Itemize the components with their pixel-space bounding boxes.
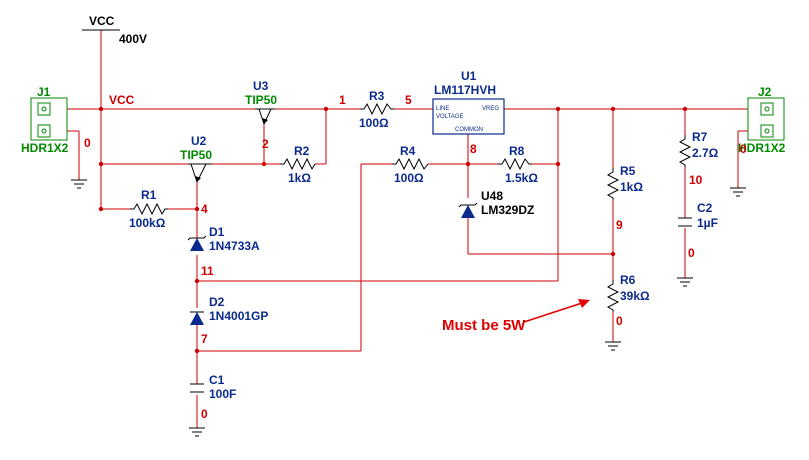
net-label-5: 5: [405, 93, 412, 107]
transistor-u3[interactable]: U3 TIP50: [245, 79, 277, 125]
d2-ref-label: D2: [209, 295, 225, 309]
vcc-voltage-label: 400V: [119, 32, 147, 46]
net-label-0-c2: 0: [688, 246, 695, 260]
annotation-must-be-5w: Must be 5W: [442, 299, 590, 334]
r1-ref-label: R1: [141, 188, 157, 202]
net-label-vcc: VCC: [109, 93, 135, 107]
r7-value-label: 2.7Ω: [692, 146, 719, 160]
c2-value-label: 1µF: [697, 216, 718, 230]
transistor-u2[interactable]: U2 TIP50: [180, 134, 212, 183]
u1-pin-common-label: COMMON: [455, 127, 483, 133]
vcc-symbol-label: VCC: [89, 14, 115, 28]
c1-ref-label: C1: [209, 373, 225, 387]
u3-value-label: TIP50: [245, 93, 277, 107]
r6-value-label: 39kΩ: [620, 289, 650, 303]
resistor-r3[interactable]: R3 100Ω: [359, 89, 394, 130]
resistor-r4[interactable]: R4 100Ω: [392, 144, 429, 185]
net-label-0-c1: 0: [201, 407, 208, 421]
zener-u48[interactable]: U48 LM329DZ: [458, 189, 534, 218]
r5-ref-label: R5: [620, 164, 636, 178]
regulator-u1[interactable]: LINE VOLTAGE VREG COMMON U1 LM117HVH: [432, 69, 505, 135]
u1-pin-voltage-label: VOLTAGE: [436, 114, 463, 120]
junction-dots: [98, 106, 688, 354]
diode-d1[interactable]: D1 1N4733A: [187, 225, 260, 253]
r1-value-label: 100kΩ: [129, 216, 166, 230]
resistor-r1[interactable]: R1 100kΩ: [129, 188, 168, 230]
j2-ref-label: J2: [758, 85, 772, 99]
c2-ref-label: C2: [697, 201, 713, 215]
d1-ref-label: D1: [209, 225, 225, 239]
d2-value-label: 1N4001GP: [209, 309, 268, 323]
net-label-0-j1: 0: [84, 136, 91, 150]
r3-value-label: 100Ω: [359, 116, 389, 130]
wires: [67, 30, 748, 428]
ground-r6: [605, 341, 621, 351]
annotation-text: Must be 5W: [442, 317, 526, 334]
diode-d2[interactable]: D2 1N4001GP: [190, 295, 268, 325]
ground-j2: [730, 187, 746, 197]
net-label-0-r6: 0: [616, 314, 623, 328]
net-label-9: 9: [616, 218, 623, 232]
capacitor-c1[interactable]: C1 100F: [190, 373, 236, 401]
r6-ref-label: R6: [620, 273, 636, 287]
resistor-r8[interactable]: R8 1.5kΩ: [498, 144, 538, 185]
r8-ref-label: R8: [509, 144, 525, 158]
resistor-r5[interactable]: R5 1kΩ: [606, 164, 643, 200]
resistor-r6[interactable]: R6 39kΩ: [606, 273, 650, 312]
r2-value-label: 1kΩ: [288, 171, 311, 185]
c1-value-label: 100F: [209, 387, 236, 401]
j1-value-label: HDR1X2: [21, 141, 69, 155]
net-label-10: 10: [689, 173, 703, 187]
annotation-arrow-head: [578, 299, 590, 308]
net-label-7: 7: [201, 332, 208, 346]
ground-j1: [71, 179, 87, 189]
net-labels: VCC 0 1 2 4 5 7 8 9 10 11 0 0 0 0: [84, 93, 747, 421]
r5-value-label: 1kΩ: [620, 180, 643, 194]
u1-value-label: LM117HVH: [434, 83, 496, 97]
d1-value-label: 1N4733A: [209, 239, 260, 253]
u1-pin-line-label: LINE: [436, 106, 449, 112]
net-label-1: 1: [339, 93, 346, 107]
net-label-2: 2: [262, 137, 269, 151]
net-label-0-j2: 0: [740, 142, 747, 156]
u1-ref-label: U1: [461, 69, 477, 83]
resistor-r7[interactable]: R7 2.7Ω: [678, 130, 719, 167]
net-label-8: 8: [470, 142, 477, 156]
ground-c1: [189, 427, 205, 437]
u48-ref-label: U48: [481, 189, 503, 203]
u3-ref-label: U3: [253, 79, 269, 93]
vcc-power-symbol[interactable]: VCC 400V: [82, 14, 147, 46]
connector-j2[interactable]: J2 HDR1X2: [738, 85, 786, 155]
capacitor-c2[interactable]: C2 1µF: [678, 201, 718, 230]
resistor-r2[interactable]: R2 1kΩ: [280, 144, 316, 185]
net-label-4: 4: [201, 202, 208, 216]
r4-ref-label: R4: [400, 144, 416, 158]
u48-value-label: LM329DZ: [481, 203, 534, 217]
u1-pin-vreg-label: VREG: [482, 106, 499, 112]
u2-value-label: TIP50: [180, 148, 212, 162]
ground-c2: [677, 277, 693, 287]
j2-value-label: HDR1X2: [738, 141, 786, 155]
j1-ref-label: J1: [37, 85, 51, 99]
r2-ref-label: R2: [294, 144, 310, 158]
net-label-11: 11: [201, 264, 214, 278]
connector-j1[interactable]: J1 HDR1X2: [21, 85, 69, 155]
r4-value-label: 100Ω: [394, 171, 424, 185]
r7-ref-label: R7: [692, 130, 708, 144]
r8-value-label: 1.5kΩ: [505, 171, 538, 185]
u2-ref-label: U2: [191, 134, 207, 148]
r3-ref-label: R3: [369, 89, 385, 103]
